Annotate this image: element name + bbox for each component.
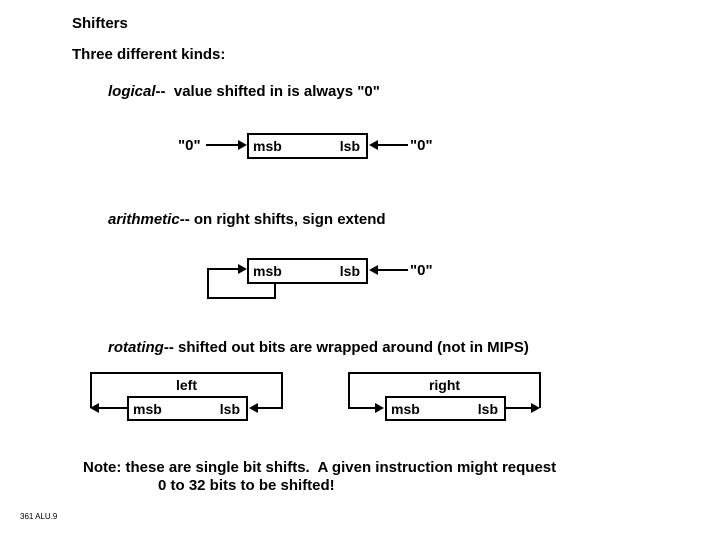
rotate-right-register-lsb-label: lsb <box>477 401 498 417</box>
arith-right-zero-label: "0" <box>410 262 433 279</box>
note-line-1: Note: these are single bit shifts. A giv… <box>83 459 557 476</box>
kind-term-arithmetic: arithmetic <box>108 211 180 228</box>
arithmetic-register-lsb-label: lsb <box>339 263 360 279</box>
rotate-right-loop-right-segment <box>539 372 541 408</box>
page-title: Shifters <box>72 15 128 32</box>
arith-loop-right-segment <box>274 272 276 299</box>
rotate-left-loop-right-segment <box>281 372 283 408</box>
rotate-left-out-arrow-head <box>90 403 99 413</box>
rotate-left-label: left <box>176 377 197 393</box>
rotate-left-loop-in-segment <box>258 407 283 409</box>
kind-description-logical: value shifted in is always "0" <box>165 83 380 100</box>
arithmetic-register: msb lsb <box>247 258 368 284</box>
rotate-left-register: msb lsb <box>127 396 248 421</box>
kind-line-rotating: rotating-- shifted out bits are wrapped … <box>108 339 529 356</box>
logical-right-zero-label: "0" <box>410 137 433 154</box>
kind-separator-rotating: -- <box>163 339 174 356</box>
rotate-right-loop-out-segment <box>506 407 532 409</box>
logical-left-arrow-head <box>238 140 247 150</box>
logical-right-arrow-head <box>369 140 378 150</box>
kind-separator-logical: -- <box>155 83 166 100</box>
rotate-left-loop-out-segment <box>99 407 127 409</box>
logical-left-arrow-shaft <box>206 144 239 146</box>
kind-line-logical: logical-- value shifted in is always "0" <box>108 83 380 100</box>
logical-register: msb lsb <box>247 133 368 159</box>
rotate-right-in-arrow-head <box>375 403 384 413</box>
rotate-right-register: msb lsb <box>385 396 506 421</box>
arith-loop-left-segment <box>207 268 209 299</box>
rotate-right-label: right <box>428 377 461 393</box>
arith-right-arrow-head <box>369 265 378 275</box>
kind-description-arithmetic: on right shifts, sign extend <box>189 211 386 228</box>
kind-line-arithmetic: arithmetic-- on right shifts, sign exten… <box>108 211 386 228</box>
kind-separator-arithmetic: -- <box>179 211 190 228</box>
rotate-right-loop-left-segment <box>348 372 350 408</box>
logical-left-zero-label: "0" <box>178 137 201 154</box>
kind-term-rotating: rotating <box>108 339 164 356</box>
arith-loop-bottom-segment <box>207 297 276 299</box>
rotate-right-loop-top-segment <box>348 372 541 374</box>
rotate-left-loop-left-segment <box>90 372 92 408</box>
rotate-left-register-lsb-label: lsb <box>219 401 240 417</box>
rotate-left-in-arrow-head <box>249 403 258 413</box>
logical-register-msb-label: msb <box>253 138 282 154</box>
rotate-right-loop-in-segment <box>348 407 376 409</box>
arithmetic-register-msb-label: msb <box>253 263 282 279</box>
note-line-2: 0 to 32 bits to be shifted! <box>158 477 335 494</box>
kind-term-logical: logical <box>108 83 156 100</box>
rotate-right-register-msb-label: msb <box>391 401 420 417</box>
rotate-left-loop-top-segment <box>90 372 283 374</box>
arith-loop-top-segment <box>207 268 239 270</box>
logical-register-lsb-label: lsb <box>339 138 360 154</box>
logical-right-arrow-shaft <box>378 144 408 146</box>
rotate-left-register-msb-label: msb <box>133 401 162 417</box>
arith-right-arrow-shaft <box>378 269 408 271</box>
arith-loop-arrow-head <box>238 264 247 274</box>
subtitle: Three different kinds: <box>72 46 226 63</box>
rotate-right-out-arrow-head <box>531 403 540 413</box>
slide-footer: 361 ALU.9 <box>20 512 58 521</box>
kind-description-rotating: shifted out bits are wrapped around (not… <box>173 339 529 356</box>
